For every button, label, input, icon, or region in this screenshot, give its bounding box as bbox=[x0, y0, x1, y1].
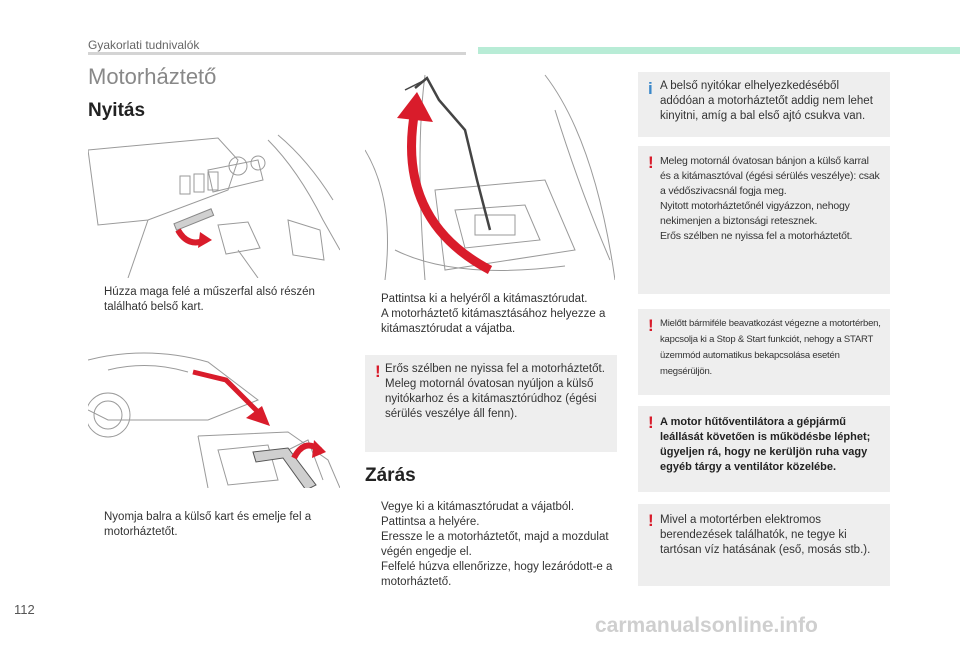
warning-box-water-text: Mivel a motortérben elektromos berendezé… bbox=[660, 514, 871, 556]
illustration-prop-rod bbox=[365, 70, 615, 280]
opening-step-1-text: Húzza maga felé a műszerfal alsó részén … bbox=[104, 286, 315, 313]
opening-step-2-text: Nyomja balra a külső kart és emelje fel … bbox=[104, 511, 312, 538]
closing-step: Vegye ki a kitámasztórudat a vájatból. bbox=[365, 500, 617, 515]
bullet-icon bbox=[365, 307, 381, 337]
closing-heading: Zárás bbox=[365, 465, 416, 486]
page-number: 112 bbox=[14, 602, 35, 617]
info-icon: i bbox=[648, 79, 653, 98]
opening-step-3: Pattintsa ki a helyéről a kitámasztóruda… bbox=[365, 292, 617, 307]
warning-box-stop-start-text: Mielőtt bármiféle beavatkozást végezne a… bbox=[660, 318, 881, 377]
warning-box-stop-start: ! Mielőtt bármiféle beavatkozást végezne… bbox=[638, 309, 890, 395]
illustration-external-lever bbox=[88, 340, 340, 488]
warning-icon: ! bbox=[648, 413, 654, 432]
illustration-interior-lever bbox=[88, 130, 340, 278]
opening-step-4: A motorháztető kitámasztásához helyezze … bbox=[365, 307, 617, 337]
closing-step: Eressze le a motorháztetőt, majd a mozdu… bbox=[365, 530, 617, 560]
closing-step: Felfelé húzva ellenőrizze, hogy lezáródo… bbox=[365, 560, 617, 590]
closing-step-text: Felfelé húzva ellenőrizze, hogy lezáródo… bbox=[381, 561, 613, 588]
warning-icon: ! bbox=[648, 153, 654, 172]
header-rule bbox=[88, 52, 466, 55]
closing-steps-list: Vegye ki a kitámasztórudat a vájatból. P… bbox=[365, 500, 617, 590]
warning-box-fan: ! A motor hűtőventilátora a gépjármű leá… bbox=[638, 406, 890, 492]
bullet-icon bbox=[365, 292, 381, 307]
closing-step-text: Pattintsa a helyére. bbox=[381, 516, 480, 528]
bullet-icon bbox=[365, 515, 381, 530]
bullet-icon bbox=[365, 530, 381, 560]
warning-box-burn: ! Meleg motornál óvatosan bánjon a külső… bbox=[638, 146, 890, 294]
opening-step-3-text: Pattintsa ki a helyéről a kitámasztóruda… bbox=[381, 293, 588, 305]
bullet-icon bbox=[365, 500, 381, 515]
warning-icon: ! bbox=[375, 362, 381, 381]
closing-step: Pattintsa a helyére. bbox=[365, 515, 617, 530]
closing-step-text: Vegye ki a kitámasztórudat a vájatból. bbox=[381, 501, 575, 513]
warning-box-fan-text: A motor hűtőventilátora a gépjármű leáll… bbox=[660, 416, 871, 473]
opening-warning-text: Erős szélben ne nyissa fel a motorháztet… bbox=[385, 363, 605, 420]
warning-icon: ! bbox=[648, 316, 654, 335]
closing-step-text: Eressze le a motorháztetőt, majd a mozdu… bbox=[381, 531, 609, 558]
header-accent-bar bbox=[478, 47, 960, 54]
bullet-icon bbox=[88, 510, 104, 540]
bullet-icon bbox=[365, 560, 381, 590]
opening-steps-3-4: Pattintsa ki a helyéről a kitámasztóruda… bbox=[365, 292, 617, 337]
info-box: i A belső nyitókar elhelyezkedéséből adó… bbox=[638, 72, 890, 137]
warning-icon: ! bbox=[648, 511, 654, 530]
watermark: carmanualsonline.info bbox=[595, 614, 818, 637]
opening-heading: Nyitás bbox=[88, 100, 146, 121]
section-label: Gyakorlati tudnivalók bbox=[88, 38, 200, 52]
opening-warning-box: ! Erős szélben ne nyissa fel a motorházt… bbox=[365, 355, 617, 452]
warning-box-burn-text: Meleg motornál óvatosan bánjon a külső k… bbox=[660, 155, 880, 242]
bullet-icon bbox=[88, 285, 104, 315]
page-title: Motorháztető bbox=[88, 64, 217, 89]
info-box-text: A belső nyitókar elhelyezkedéséből adódó… bbox=[660, 80, 873, 122]
opening-step-2: Nyomja balra a külső kart és emelje fel … bbox=[88, 510, 338, 540]
warning-box-water: ! Mivel a motortérben elektromos berende… bbox=[638, 504, 890, 586]
opening-step-4-text: A motorháztető kitámasztásához helyezze … bbox=[381, 308, 606, 335]
opening-step-1: Húzza maga felé a műszerfal alsó részén … bbox=[88, 285, 338, 315]
